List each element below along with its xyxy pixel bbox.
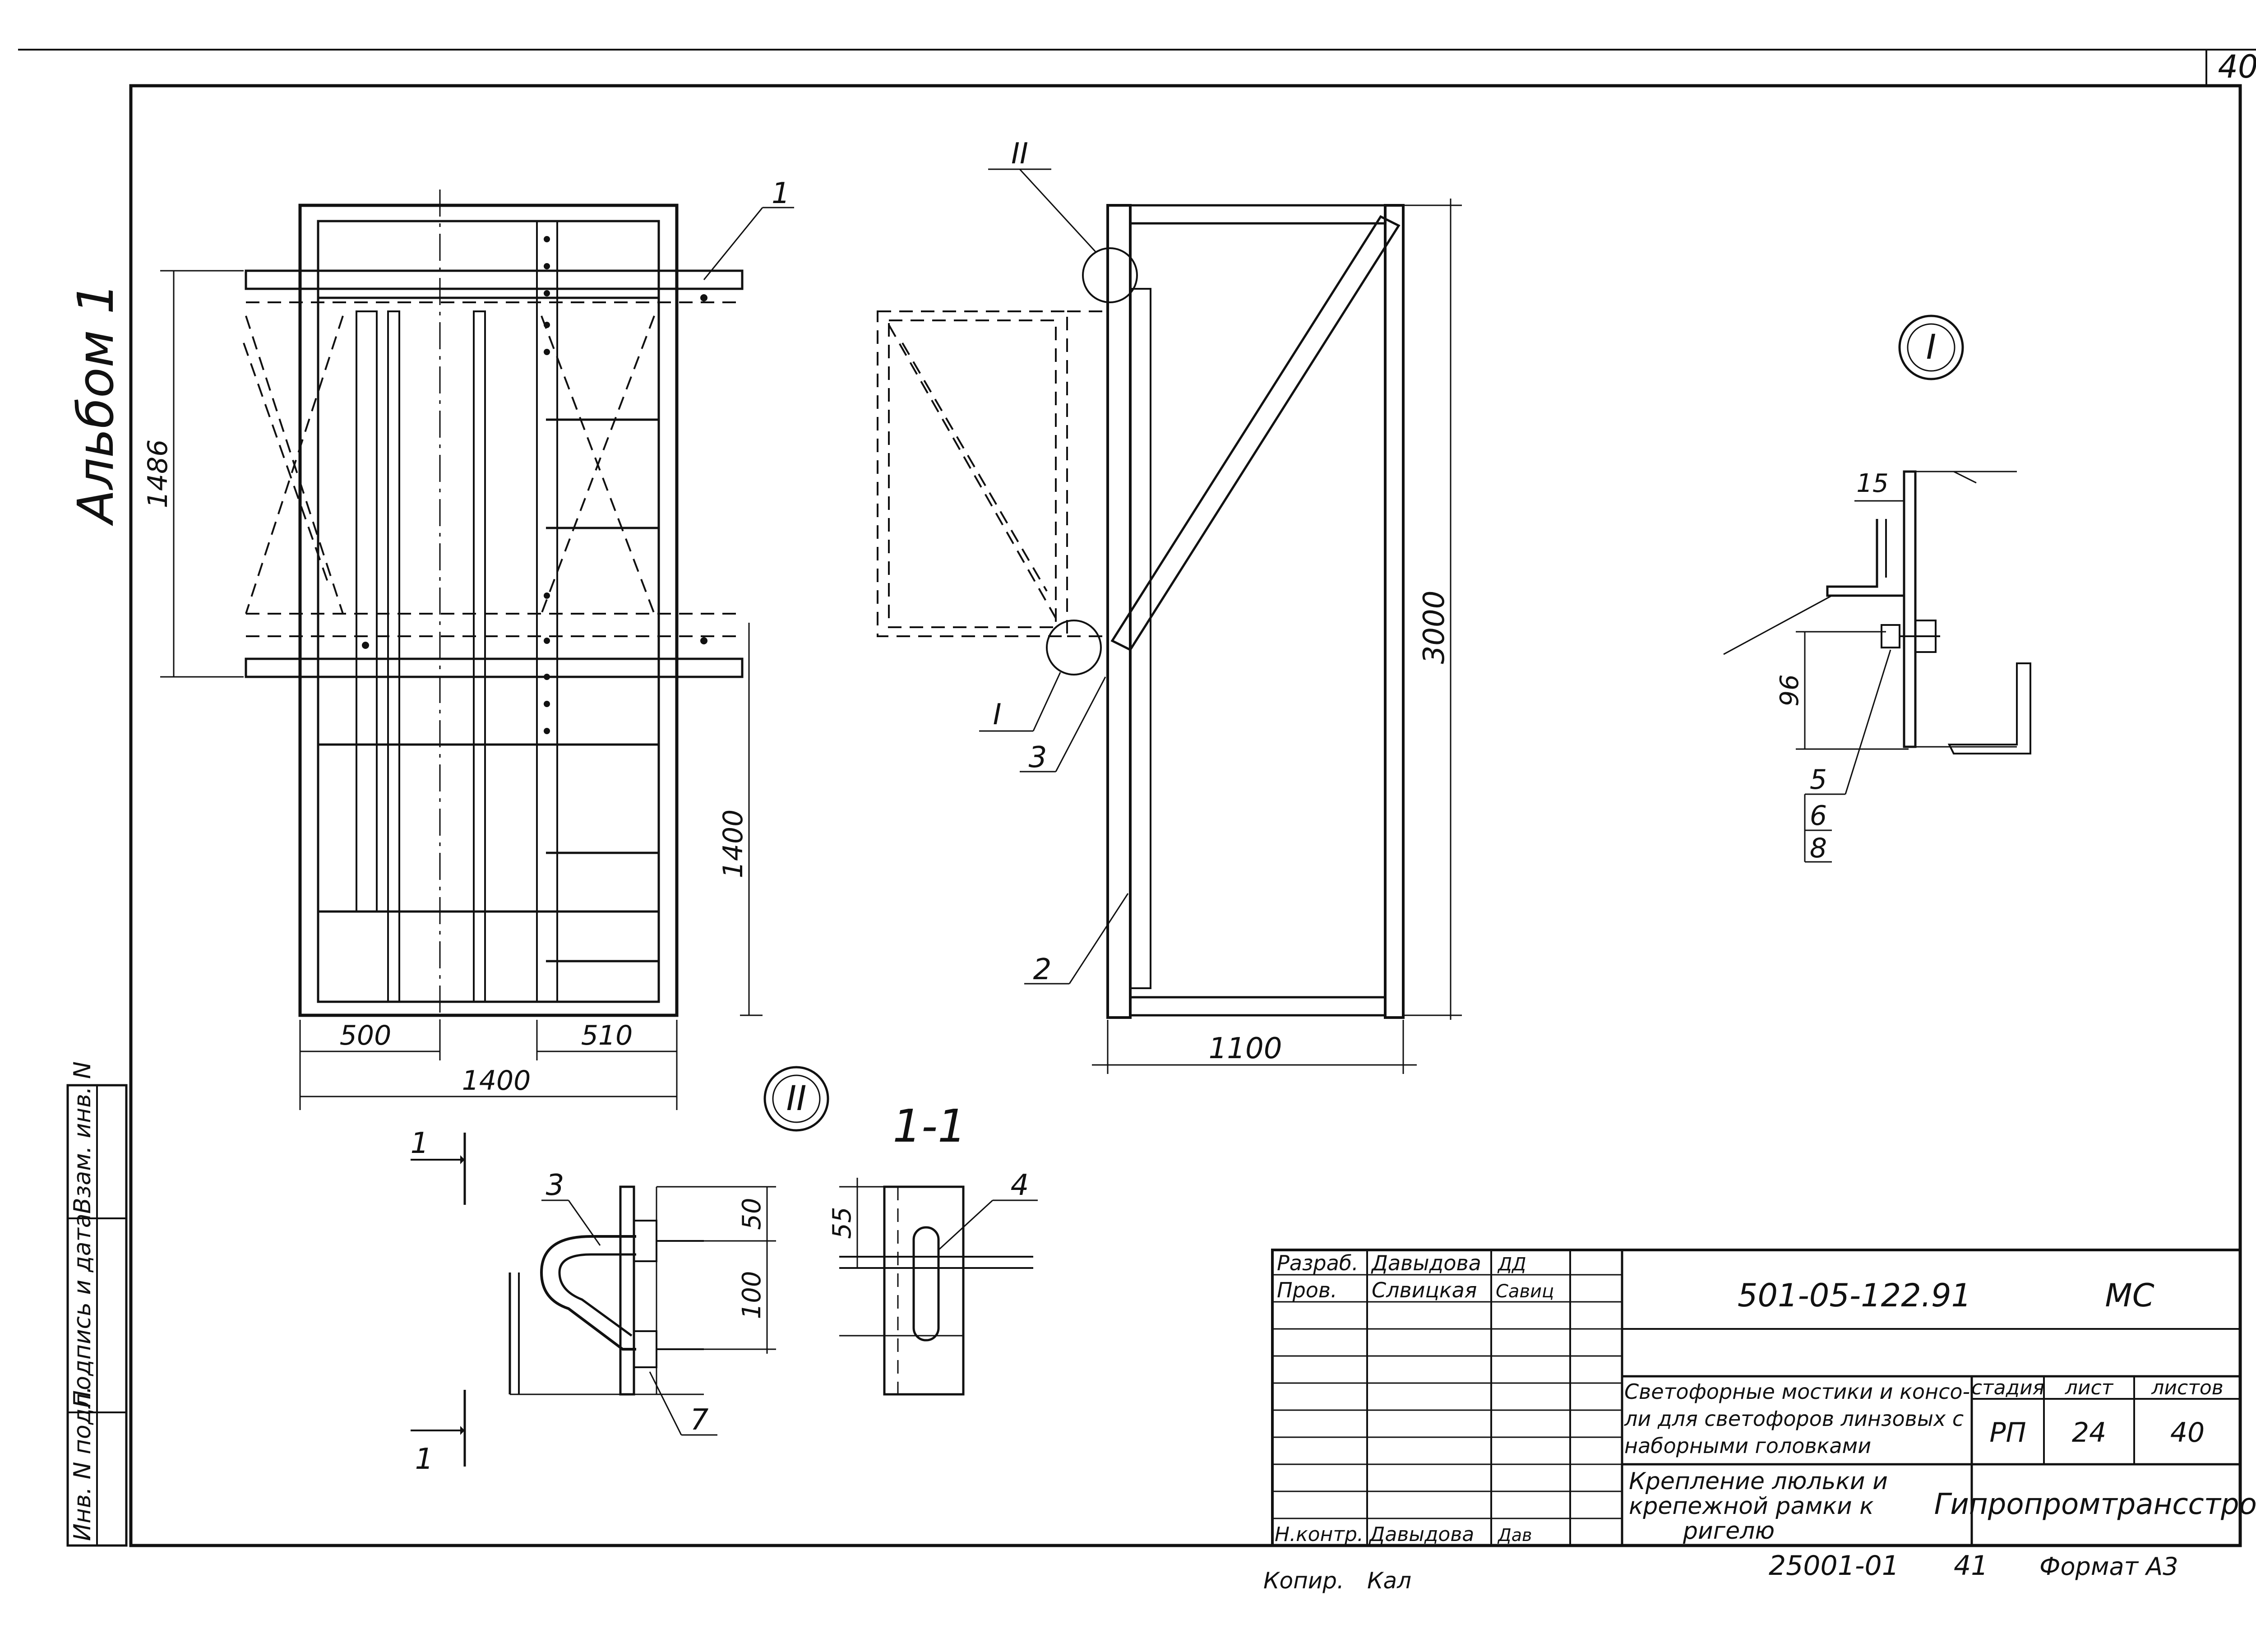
detail-II: II 1 1 50 100 3 7 — [411, 1066, 829, 1476]
organization: Гипропромтрансстрой — [1934, 1488, 2256, 1521]
detail-item-5-label: 5 — [1810, 764, 1827, 796]
name-developer: Давыдова — [1371, 1251, 1481, 1275]
sign-norm-control: Дав — [1497, 1525, 1532, 1545]
project-title-line-1: Светофорные мостики и консо- — [1624, 1379, 1970, 1404]
dim-height-top: 1486 — [142, 440, 174, 509]
detail-II-item-3-label: 3 — [546, 1169, 564, 1202]
node-II-circle — [1082, 247, 1138, 303]
bolt-holes — [362, 236, 707, 734]
detail-II-marker — [763, 1066, 829, 1132]
format-label: Формат А3 — [2039, 1552, 2178, 1581]
dim-side-height: 3000 — [1418, 591, 1451, 664]
detail-II-item-7-label: 7 — [690, 1403, 709, 1437]
section-1-1: 1-1 55 4 — [828, 1100, 1038, 1396]
section-mark-bottom: 1 — [415, 1443, 434, 1476]
sheets-value: 40 — [2170, 1417, 2205, 1448]
col-stage-header: стадия — [1971, 1376, 2044, 1399]
side-node-II-label: II — [1011, 137, 1028, 171]
dim-detail-II-top: 50 — [737, 1198, 767, 1230]
title-block: Разраб. Давыдова ДД Пров. Слвицкая Савиц… — [1271, 1249, 2256, 1547]
detail-I: I 15 96 5 6 8 — [1723, 315, 2031, 864]
stage-value: РП — [1989, 1417, 2026, 1448]
copied-label: Копир. — [1263, 1568, 1344, 1594]
dim-left-width: 500 — [340, 1020, 392, 1051]
archive-code: 25001-01 — [1769, 1550, 1899, 1582]
detail-II-circle-label: II — [786, 1078, 807, 1118]
side-stamp: Инв. N подл. Подпись и дата Взам. инв. N — [66, 1061, 128, 1547]
dim-height-bottom: 1400 — [717, 810, 749, 879]
sheet-title-line-1: Крепление люльки и — [1629, 1468, 1888, 1495]
plan-item-1-label: 1 — [772, 177, 790, 210]
section-1-1-title: 1-1 — [892, 1100, 966, 1152]
detail-I-marker — [1898, 315, 1964, 380]
sheet-number: 40 — [2218, 48, 2256, 85]
doc-mark: МС — [2105, 1277, 2154, 1314]
dim-detail-II-bottom: 100 — [737, 1271, 767, 1319]
side-view: II I 3 2 3000 1100 — [877, 137, 1462, 1074]
dim-section-top: 55 — [828, 1207, 857, 1239]
project-title-line-2: ли для светофоров линзовых с — [1624, 1407, 1964, 1431]
role-norm-control: Н.контр. — [1275, 1523, 1364, 1546]
dim-detail-gap: 15 — [1856, 469, 1888, 498]
dim-total-width: 1400 — [462, 1065, 531, 1097]
section-mark-top: 1 — [411, 1127, 429, 1160]
sheet-title-line-3: ригелю — [1683, 1518, 1775, 1545]
detail-item-8-label: 8 — [1810, 833, 1827, 864]
archive-page: 41 — [1954, 1550, 1988, 1582]
sheet-value: 24 — [2072, 1417, 2106, 1448]
name-checker: Слвицкая — [1372, 1278, 1477, 1302]
stamp-sign-label: Подпись и дата — [69, 1213, 96, 1408]
dim-right-width: 510 — [581, 1020, 633, 1051]
side-item-2-label: 2 — [1033, 953, 1052, 986]
side-item-3-label: 3 — [1029, 741, 1047, 774]
project-title-line-3: наборными головками — [1624, 1434, 1871, 1458]
detail-I-circle-label: I — [1926, 327, 1936, 367]
role-checker: Пров. — [1277, 1278, 1337, 1302]
role-developer: Разраб. — [1277, 1251, 1359, 1275]
plan-view: 1 1486 1400 500 510 1400 — [142, 177, 794, 1110]
sheet-title-line-2: крепежной рамки к — [1629, 1493, 1874, 1520]
sheet-frame: 40 — [18, 48, 2256, 1547]
col-sheets-header: листов — [2151, 1376, 2223, 1399]
copied-sign: Кал — [1367, 1568, 1411, 1594]
dim-detail-offset: 96 — [1775, 674, 1804, 706]
doc-code: 501-05-122.91 — [1738, 1277, 1971, 1314]
col-sheet-header: лист — [2065, 1376, 2114, 1399]
detail-item-6-label: 6 — [1810, 800, 1827, 832]
name-norm-control: Давыдова — [1368, 1523, 1474, 1546]
album-label: Альбом 1 — [67, 283, 125, 526]
section-item-4-label: 4 — [1011, 1169, 1029, 1202]
sign-developer: ДД — [1497, 1254, 1526, 1275]
side-node-I-label: I — [993, 698, 1002, 731]
stamp-inv-label: Инв. N подл. — [69, 1386, 96, 1541]
sign-checker: Савиц — [1496, 1281, 1554, 1302]
dim-side-width: 1100 — [1209, 1032, 1282, 1065]
node-I-circle — [1046, 620, 1102, 676]
stamp-replace-label: Взам. инв. N — [69, 1061, 96, 1214]
